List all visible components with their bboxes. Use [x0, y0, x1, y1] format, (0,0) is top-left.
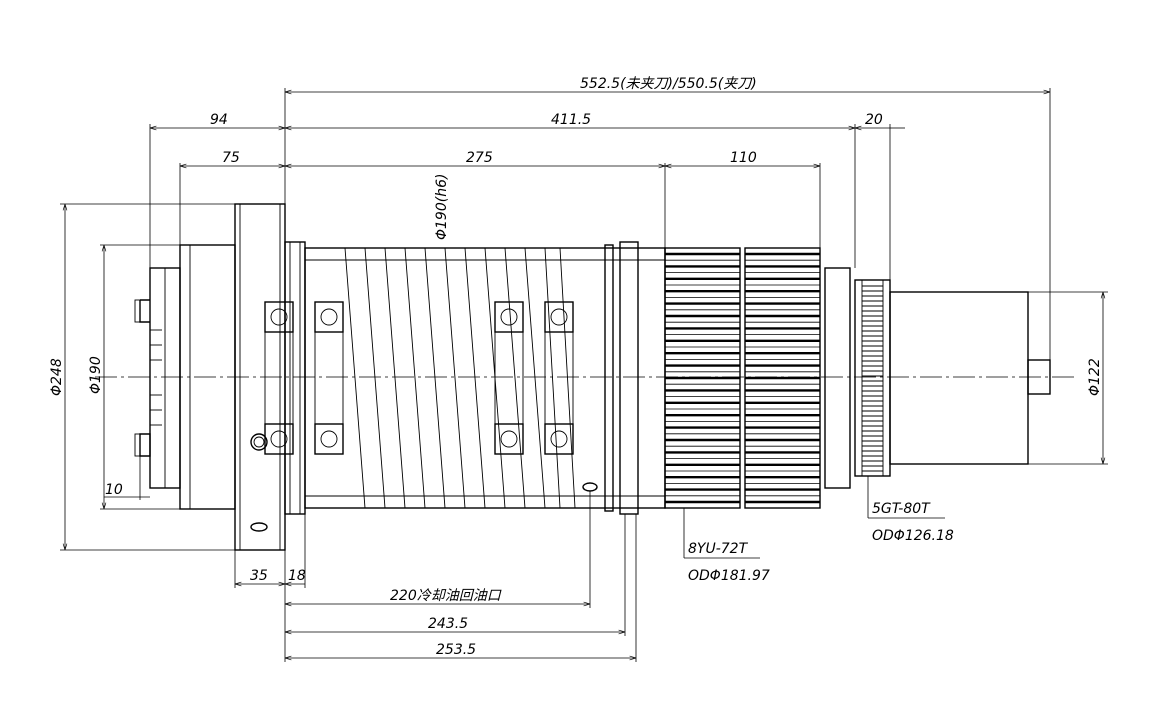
- dim-flange-step: 18: [288, 568, 306, 584]
- dim-rear-diameter: Φ122: [1087, 358, 1103, 396]
- flange-port: [250, 433, 268, 451]
- dim-front-to-end: 411.5: [551, 112, 591, 128]
- pulley-small-od: ODΦ126.18: [872, 528, 954, 544]
- main-cylinder: [304, 247, 666, 509]
- pulley-large-od: ODΦ181.97: [688, 568, 770, 584]
- dimension-lines: [60, 88, 1108, 662]
- dim-coolant-return: 220冷却油回油口: [390, 588, 502, 604]
- dim-body-diameter: Φ190: [88, 356, 104, 394]
- dim-pulley-section: 110: [730, 150, 757, 166]
- pulley-small-teeth: [862, 285, 883, 472]
- cooling-spiral: [344, 247, 576, 509]
- rear-disc: [824, 267, 851, 489]
- dim-pulley-gap: 20: [865, 112, 883, 128]
- rear-housing: [889, 291, 1029, 465]
- flange-hole: [250, 522, 268, 532]
- dim-spindle-length: 275: [466, 150, 493, 166]
- dim-length-253: 253.5: [436, 642, 476, 658]
- pulley-large-type: 8YU-72T: [688, 541, 749, 557]
- dimension-labels: 552.5(未夹刀)/550.5(夹刀) 411.5 94 20 75 275 …: [49, 76, 1103, 658]
- dim-nose-length: 10: [105, 482, 123, 498]
- coolant-port: [582, 482, 598, 492]
- dim-overall-length: 552.5(未夹刀)/550.5(夹刀): [580, 76, 757, 92]
- rear-shaft: [1027, 359, 1051, 395]
- dim-body-offset: 75: [222, 150, 240, 166]
- pulley-small: [854, 279, 891, 477]
- pulley-large-teeth: [665, 252, 820, 504]
- dim-flange-diameter: Φ248: [49, 358, 65, 396]
- spindle-body: [134, 203, 1051, 551]
- dim-length-243: 243.5: [428, 616, 468, 632]
- pulley-small-type: 5GT-80T: [872, 501, 931, 517]
- dim-flange-offset: 94: [210, 112, 228, 128]
- dim-flange-width: 35: [250, 568, 268, 584]
- bearings: [264, 301, 574, 455]
- dim-shaft-diameter: Φ190(h6): [434, 174, 450, 240]
